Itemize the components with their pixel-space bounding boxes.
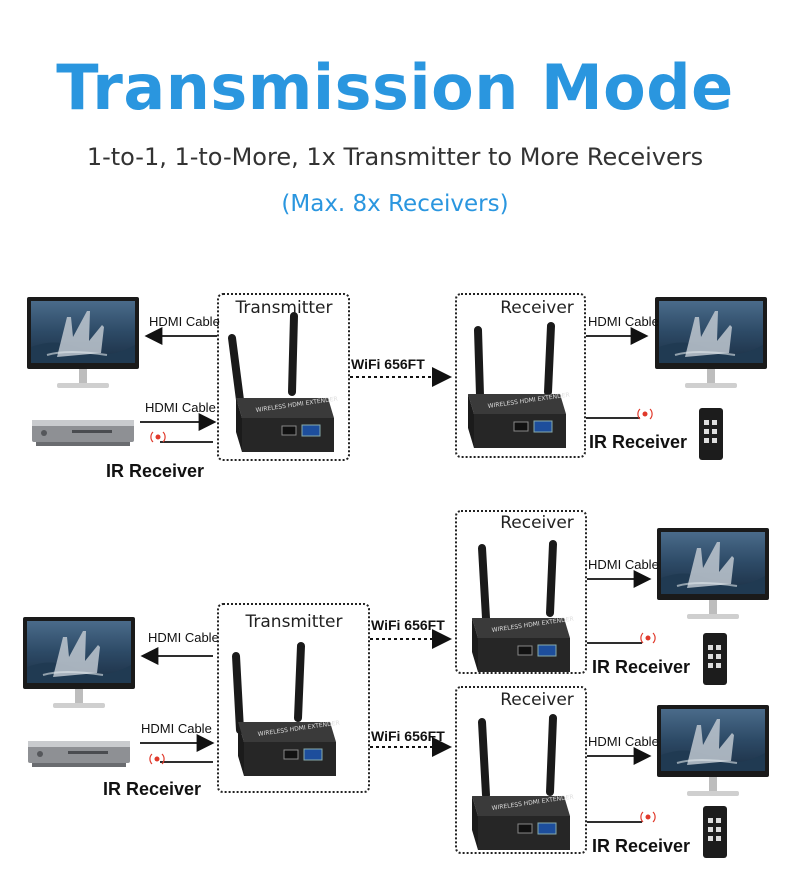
- page-title: Transmission Mode: [56, 51, 734, 124]
- bottom-rx1-monitor: [656, 527, 770, 620]
- bottom-remote-2: [703, 806, 727, 858]
- top-receiver-device: [467, 322, 571, 449]
- top-rx-hdmi-label: HDMI Cable: [588, 314, 659, 329]
- top-transmitter-label: Transmitter: [235, 298, 333, 318]
- max-receivers-note: (Max. 8x Receivers): [281, 191, 509, 217]
- page-subtitle: 1-to-1, 1-to-More, 1x Transmitter to Mor…: [86, 143, 704, 171]
- bottom-rx2-ir-label: IR Receiver: [592, 836, 691, 856]
- bottom-rx1-hdmi-label: HDMI Cable: [588, 557, 659, 572]
- top-transmitter-device: [228, 312, 339, 453]
- bottom-wifi1-label: WiFi 656FT: [371, 617, 445, 633]
- top-source-player: [32, 420, 134, 446]
- bottom-rx1-ir-label: IR Receiver: [592, 657, 691, 677]
- bottom-rx2-monitor: [656, 704, 770, 797]
- bottom-remote-1: [703, 633, 727, 685]
- top-remote: [699, 408, 723, 460]
- top-rx-monitor: [654, 296, 768, 389]
- bottom-receiver2-device: [471, 714, 575, 851]
- top-hdmi-in-label: HDMI Cable: [145, 400, 216, 415]
- top-receiver-box: [455, 293, 586, 458]
- top-tx-monitor: [26, 296, 140, 389]
- bottom-hdmi-out-label: HDMI Cable: [148, 630, 219, 645]
- bottom-tx-ir-label: IR Receiver: [103, 779, 202, 799]
- bottom-receiver2-label: Receiver: [500, 690, 574, 710]
- bottom-wifi2-label: WiFi 656FT: [371, 728, 445, 744]
- bottom-transmitter-device: [232, 642, 341, 777]
- top-rx-ir-label: IR Receiver: [589, 432, 688, 452]
- top-tx-ir-label: IR Receiver: [106, 461, 205, 481]
- top-hdmi-out-label: HDMI Cable: [149, 314, 220, 329]
- bottom-rx2-hdmi-label: HDMI Cable: [588, 734, 659, 749]
- bottom-transmitter-label: Transmitter: [245, 612, 343, 632]
- bottom-receiver2-box: [455, 686, 587, 854]
- bottom-receiver1-box: [455, 510, 587, 674]
- top-receiver-label: Receiver: [500, 298, 574, 318]
- bottom-receiver1-label: Receiver: [500, 513, 574, 533]
- bottom-tx-monitor: [22, 616, 136, 709]
- bottom-hdmi-in-label: HDMI Cable: [141, 721, 212, 736]
- top-wifi-label: WiFi 656FT: [351, 356, 425, 372]
- top-transmitter-box: [217, 293, 350, 461]
- bottom-source-player: [28, 741, 130, 767]
- bottom-receiver1-device: [471, 540, 575, 673]
- bottom-transmitter-box: [217, 603, 370, 793]
